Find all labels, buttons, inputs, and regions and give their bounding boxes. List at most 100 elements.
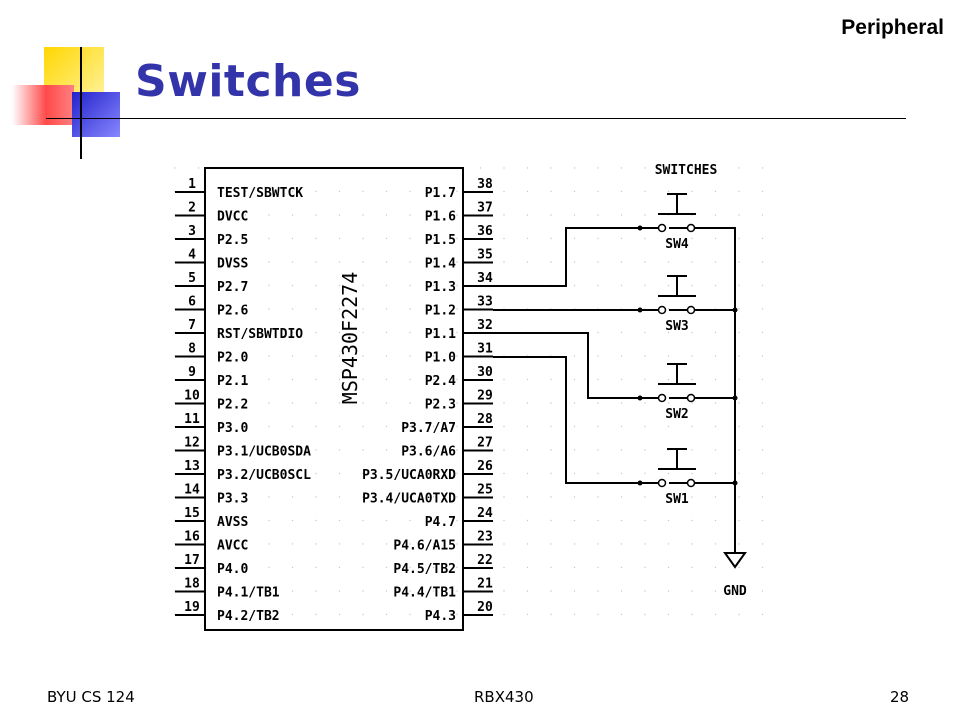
switch-contact xyxy=(686,478,696,488)
grid-dot xyxy=(291,590,294,592)
pin-number-left: 11 xyxy=(184,412,200,427)
switch-sw2: SW2 xyxy=(637,363,696,422)
chip-name: MSP430F2274 xyxy=(338,272,362,404)
grid-dot xyxy=(221,519,223,522)
grid-dot xyxy=(761,590,764,592)
grid-dot xyxy=(597,402,599,404)
grid-dot xyxy=(338,308,341,310)
grid-dot xyxy=(268,519,270,522)
grid-dot xyxy=(291,425,294,428)
junction-dot xyxy=(637,225,643,231)
pin-name-right: P3.7/A7 xyxy=(401,421,456,436)
grid-dot xyxy=(456,496,458,498)
grid-dot xyxy=(385,261,388,263)
grid-dot xyxy=(573,237,576,240)
grid-dot xyxy=(291,402,294,404)
grid-dot xyxy=(221,261,223,263)
grid-dot xyxy=(432,402,435,404)
pin-number-right: 38 xyxy=(477,177,493,192)
pin-name-right: P4.4/TB1 xyxy=(393,586,456,601)
grid-dot xyxy=(432,449,435,451)
grid-dot xyxy=(385,378,388,381)
grid-dot xyxy=(714,449,717,451)
grid-dot xyxy=(503,167,505,169)
grid-dot xyxy=(409,590,411,592)
grid-dot xyxy=(409,449,411,451)
grid-dot xyxy=(503,378,505,381)
grid-dot xyxy=(738,308,740,310)
grid-dot xyxy=(573,284,576,287)
grid-dot xyxy=(409,496,411,498)
grid-dot xyxy=(268,566,270,569)
grid-dot xyxy=(385,237,388,240)
grid-dot xyxy=(456,590,458,592)
grid-dot xyxy=(761,519,764,522)
ground-bus xyxy=(691,227,736,553)
pin-name-left: P3.1/UCB0SDA xyxy=(217,445,311,460)
pin-number-left: 4 xyxy=(188,248,196,263)
grid-dot xyxy=(573,590,576,592)
grid-dot xyxy=(291,472,294,475)
grid-dot xyxy=(362,190,364,193)
grid-dot xyxy=(338,284,341,287)
grid-dot xyxy=(644,214,646,216)
grid-dot xyxy=(526,167,529,169)
grid-dot xyxy=(385,449,388,451)
grid-dot xyxy=(174,167,176,169)
grid-dot xyxy=(691,543,693,545)
pin-name-left: P2.1 xyxy=(217,374,248,389)
grid-dot xyxy=(456,284,458,287)
grid-dot xyxy=(338,425,341,428)
grid-dot xyxy=(738,519,740,522)
grid-dot xyxy=(432,519,435,522)
grid-dot xyxy=(714,543,717,545)
grid-dot xyxy=(573,472,576,475)
grid-dot xyxy=(362,566,364,569)
grid-dot xyxy=(761,425,764,428)
grid-dot xyxy=(291,214,294,216)
grid-dot xyxy=(597,284,599,287)
grid-dot xyxy=(573,167,576,169)
pin-number-right: 32 xyxy=(477,318,493,333)
grid-dot xyxy=(291,261,294,263)
grid-dot xyxy=(362,214,364,216)
grid-dot xyxy=(738,167,740,169)
pin-number-right: 20 xyxy=(477,600,493,615)
grid-dot xyxy=(244,355,247,357)
pin-name-right: P1.4 xyxy=(425,257,456,272)
grid-dot xyxy=(691,613,693,616)
grid-dot xyxy=(244,449,247,451)
grid-dot xyxy=(550,378,552,381)
grid-dot xyxy=(526,237,529,240)
grid-dot xyxy=(667,496,670,498)
grid-dot xyxy=(291,308,294,310)
pin-number-right: 34 xyxy=(477,271,493,286)
grid-dot xyxy=(597,237,599,240)
grid-dot xyxy=(503,214,505,216)
grid-dot xyxy=(456,425,458,428)
pin-number-right: 25 xyxy=(477,483,493,498)
grid-dot xyxy=(550,425,552,428)
grid-dot xyxy=(691,261,693,263)
pin-number-left: 17 xyxy=(184,553,200,568)
grid-dot xyxy=(667,566,670,569)
pin-number-right: 24 xyxy=(477,506,493,521)
junction-dot xyxy=(637,307,643,313)
pin-number-right: 30 xyxy=(477,365,493,380)
grid-dot xyxy=(573,496,576,498)
pin-number-left: 6 xyxy=(188,295,196,310)
grid-dot xyxy=(409,378,411,381)
pin-name-left: TEST/SBWTCK xyxy=(217,186,303,201)
grid-dot xyxy=(526,472,529,475)
grid-dot xyxy=(409,237,411,240)
grid-dot xyxy=(526,566,529,569)
pin-name-right: P1.7 xyxy=(425,186,456,201)
grid-dot xyxy=(550,449,552,451)
grid-dot xyxy=(268,261,270,263)
grid-dot xyxy=(432,284,435,287)
grid-dot xyxy=(268,308,270,310)
grid-dot xyxy=(644,613,646,616)
grid-dot xyxy=(409,543,411,545)
pin-name-right: P1.3 xyxy=(425,280,456,295)
grid-dot xyxy=(550,566,552,569)
